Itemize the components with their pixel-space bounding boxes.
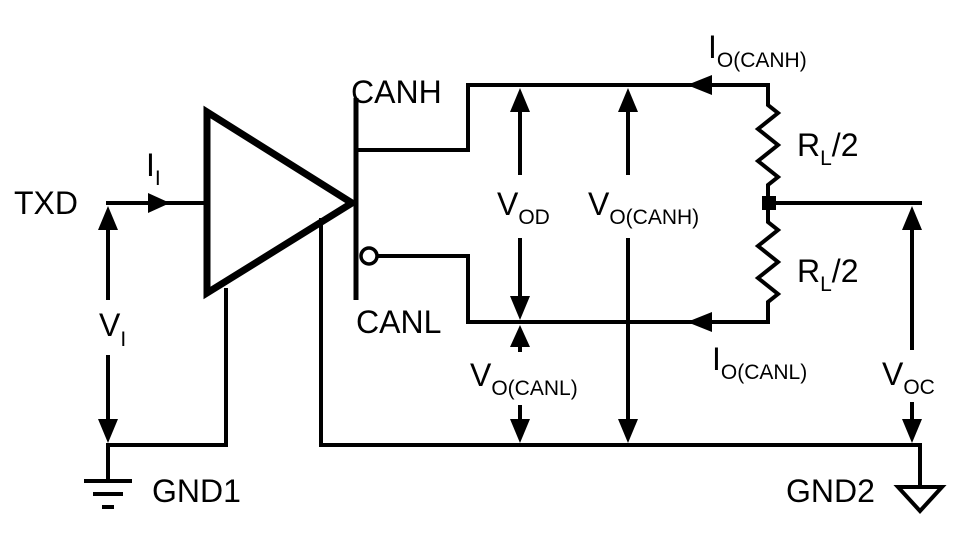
ii-label: II [146, 147, 161, 190]
gnd2-wire [319, 218, 922, 486]
ii-arrowhead [148, 193, 170, 213]
rl-top-resistor [754, 83, 782, 205]
gnd2-symbol [893, 485, 947, 514]
iocanl-label: IO(CANL) [712, 341, 807, 384]
canh-label: CANH [351, 74, 442, 110]
vod-arrow [510, 88, 530, 320]
vocanh-label: VO(CANH) [588, 186, 699, 229]
gnd1-wire [106, 288, 228, 480]
driver-triangle [203, 105, 359, 300]
rl-bottom-label: RL/2 [797, 253, 858, 296]
voc-arrow [902, 206, 922, 443]
vi-arrow [98, 206, 118, 443]
gnd1-symbol [84, 479, 132, 509]
vocanl-label: VO(CANL) [470, 357, 578, 400]
iocanh-label: IO(CANH) [708, 29, 807, 72]
canh-wire [356, 83, 770, 152]
voc-label: VOC [882, 356, 935, 399]
vocanl-arrow [510, 325, 530, 443]
canl-wire [376, 254, 770, 324]
midpoint-node [762, 196, 776, 210]
rl-top-label: RL/2 [797, 127, 858, 170]
gnd1-label: GND1 [152, 473, 241, 509]
vi-label: VI [99, 307, 126, 351]
vocanh-arrow [618, 88, 638, 443]
rl-bottom-resistor [754, 201, 782, 324]
iocanh-arrowhead [687, 75, 712, 95]
gnd2-label: GND2 [786, 473, 875, 509]
iocanl-arrowhead [687, 312, 712, 332]
canl-inversion-bubble [359, 246, 379, 266]
canl-label: CANL [356, 304, 441, 340]
vod-label: VOD [497, 186, 550, 229]
txd-label: TXD [14, 185, 78, 221]
